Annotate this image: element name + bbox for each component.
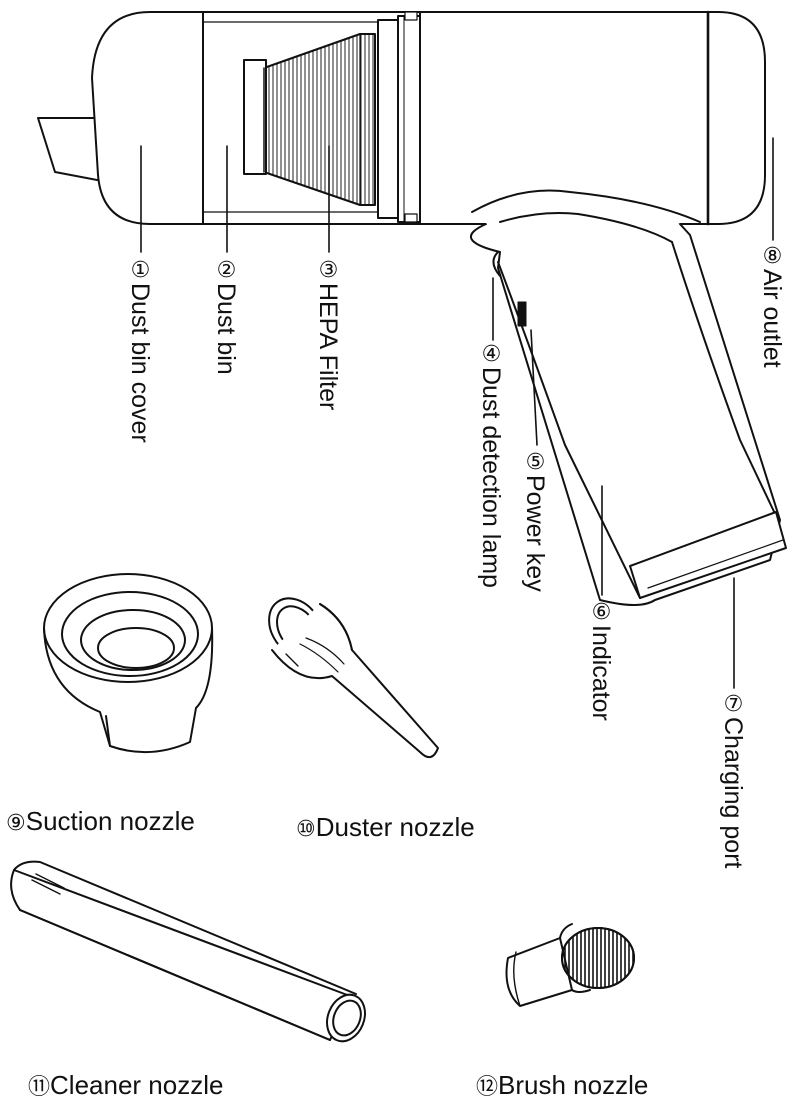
leader-lines — [140, 137, 774, 689]
barrel-outline — [91, 11, 766, 225]
label-text: Dust bin — [212, 283, 240, 375]
label-number: ④ — [479, 342, 504, 367]
brush-nozzle-drawing — [505, 923, 635, 1007]
label-text: Dust detection lamp — [477, 367, 505, 588]
duster-nozzle-drawing — [268, 597, 439, 759]
cleaner-nozzle-drawing — [10, 860, 366, 1043]
label-number: ② — [214, 258, 239, 283]
label-indicator: ⑥Indicator — [587, 600, 615, 721]
label-number: ⑧ — [760, 244, 785, 269]
filter-frame — [377, 19, 399, 219]
label-duster-nozzle: ⑩Duster nozzle — [296, 814, 475, 841]
label-brush-nozzle: ⑫Brush nozzle — [476, 1072, 648, 1099]
power-key — [517, 301, 527, 327]
suction-nozzle-drawing — [43, 573, 214, 754]
label-text: Charging port — [719, 717, 747, 869]
label-text: Dust bin cover — [126, 283, 154, 443]
label-dust-bin: ②Dust bin — [212, 258, 240, 375]
label-charging-port: ⑦Charging port — [719, 692, 747, 869]
label-text: HEPA Filter — [314, 283, 342, 411]
label-text: Power key — [521, 475, 549, 592]
label-number: ⑥ — [589, 600, 614, 625]
label-suction-nozzle: ⑨Suction nozzle — [6, 808, 195, 835]
charging-port-band — [629, 511, 787, 599]
label-dust-bin-cover: ①Dust bin cover — [126, 258, 154, 443]
label-text: Cleaner nozzle — [50, 1070, 224, 1100]
label-hepa-filter: ③HEPA Filter — [314, 258, 342, 411]
label-number: ⑨ — [6, 811, 26, 836]
handle — [470, 223, 781, 606]
label-text: Indicator — [587, 625, 615, 721]
dust-detection-lamp — [492, 251, 501, 277]
label-air-outlet: ⑧Air outlet — [758, 244, 786, 368]
label-number: ⑤ — [523, 450, 548, 475]
label-number: ① — [128, 258, 153, 283]
label-number: ③ — [316, 258, 341, 283]
label-dust-detection-lamp: ④Dust detection lamp — [477, 342, 505, 588]
label-text: Suction nozzle — [25, 806, 195, 836]
label-text: Duster nozzle — [315, 812, 475, 842]
label-text: Brush nozzle — [498, 1070, 649, 1100]
vacuum-body — [37, 10, 787, 606]
label-cleaner-nozzle: ⑪Cleaner nozzle — [28, 1072, 223, 1099]
label-number: ⑫ — [476, 1075, 499, 1100]
label-power-key: ⑤Power key — [521, 450, 549, 592]
label-text: Air outlet — [758, 269, 786, 368]
label-number: ⑦ — [721, 692, 746, 717]
label-number: ⑪ — [28, 1075, 51, 1100]
label-number: ⑩ — [296, 817, 316, 842]
